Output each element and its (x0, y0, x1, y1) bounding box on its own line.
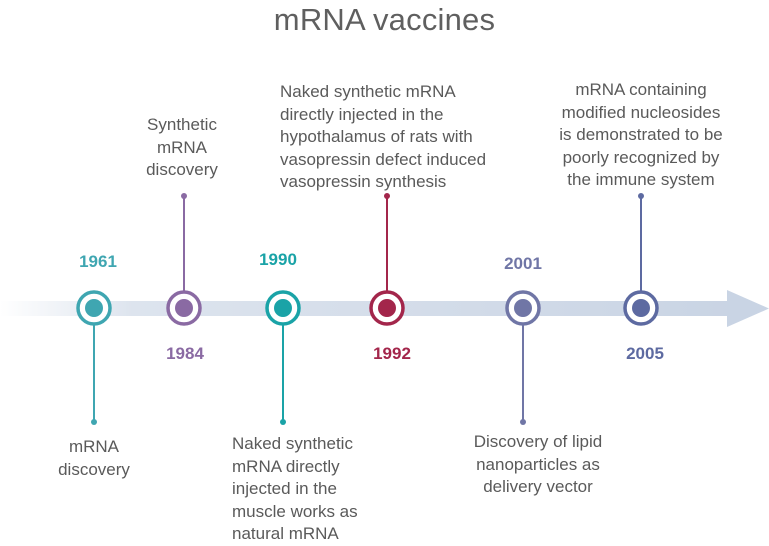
description-line: discovery (146, 160, 218, 179)
description-line: Synthetic (147, 115, 217, 134)
description-line: vasopressin synthesis (280, 172, 447, 191)
year-label-1961: 1961 (79, 252, 117, 271)
description-line: mRNA directly (232, 456, 340, 476)
event-description-2005: mRNA containing modified nucleosides is … (545, 79, 737, 192)
event-marker-2001 (505, 290, 541, 425)
event-marker-1961 (76, 290, 112, 425)
description-line: natural mRNA (232, 524, 339, 543)
event-description-1990: Naked synthetic mRNA directly injected i… (232, 433, 358, 546)
description-line: mRNA (68, 437, 120, 456)
description-line: poorly recognized by (562, 147, 720, 167)
event-description-2001: Discovery of lipid nanoparticles as deli… (458, 431, 618, 499)
event-description-1961: mRNA discovery (54, 436, 134, 481)
description-line: muscle works as (232, 501, 358, 521)
description-line: injected in the (232, 479, 337, 498)
year-label-2001: 2001 (504, 254, 542, 273)
description-line: Naked synthetic (232, 434, 353, 453)
timeline-arrow-head (727, 290, 769, 327)
event-description-1984: Synthetic mRNA discovery (132, 114, 232, 182)
description-line: delivery vector (483, 477, 593, 496)
description-line: vasopressin defect induced (280, 149, 487, 169)
description-line: Naked synthetic mRNA (280, 82, 456, 101)
year-label-2005: 2005 (626, 344, 664, 363)
year-label-1992: 1992 (373, 344, 411, 363)
description-line: mRNA (156, 137, 208, 157)
event-marker-1990 (265, 290, 301, 425)
event-marker-2005 (623, 193, 659, 326)
description-line: hypothalamus of rats with (280, 127, 473, 146)
description-line: is demonstrated to be (559, 125, 723, 144)
event-marker-1984 (166, 193, 202, 326)
description-line: nanoparticles as (476, 454, 600, 474)
event-marker-1992 (369, 193, 405, 326)
description-line: discovery (58, 459, 130, 479)
event-description-1992: Naked synthetic mRNA directly injected i… (280, 81, 520, 194)
description-line: modified nucleosides (561, 102, 721, 122)
year-label-1984: 1984 (166, 344, 204, 363)
description-line: directly injected in the (280, 104, 444, 124)
diagram-title: mRNA vaccines (273, 2, 496, 37)
description-line: mRNA containing (575, 80, 707, 99)
description-line: Discovery of lipid (473, 432, 603, 451)
year-label-1990: 1990 (259, 250, 297, 269)
description-line: the immune system (567, 170, 715, 189)
